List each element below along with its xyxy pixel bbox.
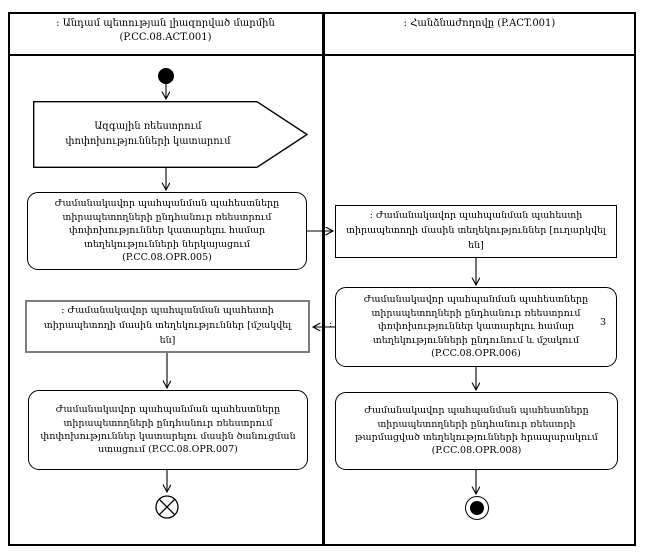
action-opr005-label: Ժամանակավոր պահպանման պահեստները տիրապետ… bbox=[54, 198, 280, 264]
stray-mark-right: 3 bbox=[600, 317, 607, 328]
flow-final-icon bbox=[154, 494, 180, 524]
initial-node-icon bbox=[158, 68, 174, 84]
action-opr006-label: Ժամանակավոր պահպանման պահեստները տիրապետ… bbox=[363, 294, 589, 360]
right-lane-title: : Հանձնաժողովը (P.ACT.001) bbox=[403, 18, 556, 29]
swimlane-divider bbox=[322, 12, 325, 546]
stray-mark-left: : bbox=[329, 319, 333, 330]
object-node-processed: : Ժամանակավոր պահպանման պահեստի տիրապետո… bbox=[25, 300, 310, 353]
object-node-sent: : Ժամանակավոր պահպանման պահեստի տիրապետո… bbox=[335, 205, 617, 258]
left-lane-title-line2: (P.CC.08.ACT.001) bbox=[119, 31, 212, 43]
activity-final-icon bbox=[465, 496, 489, 520]
action-opr005: Ժամանակավոր պահպանման պահեստները տիրապետ… bbox=[27, 192, 307, 270]
send-signal-shape: Ազգային ռեեստրում փոփոխությունների կատար… bbox=[33, 101, 309, 168]
swimlane-header-left: : Անդամ պետության լիազորված մարմին (P.CC… bbox=[8, 12, 323, 54]
action-opr008: Ժամանակավոր պահպանման պահեստները տիրապետ… bbox=[335, 392, 618, 470]
swimlane-header-right: : Հանձնաժողովը (P.ACT.001) bbox=[323, 12, 636, 54]
signal-shape-outline bbox=[33, 101, 309, 168]
left-lane-title-line1: : Անդամ պետության լիազորված մարմին bbox=[56, 18, 275, 29]
object-node-processed-label: : Ժամանակավոր պահպանման պահեստի տիրապետո… bbox=[43, 305, 292, 346]
action-opr008-label: Ժամանակավոր պահպանման պահեստները տիրապետ… bbox=[355, 405, 598, 457]
action-opr007: Ժամանակավոր պահպանման պահեստները տիրապետ… bbox=[28, 390, 308, 470]
send-signal-label: Ազգային ռեեստրում փոփոխությունների կատար… bbox=[65, 120, 231, 147]
activity-final-dot bbox=[470, 501, 484, 515]
action-opr007-label: Ժամանակավոր պահպանման պահեստները տիրապետ… bbox=[40, 404, 296, 456]
object-node-sent-label: : Ժամանակավոր պահպանման պահեստի տիրապետո… bbox=[346, 210, 606, 251]
action-opr006: Ժամանակավոր պահպանման պահեստները տիրապետ… bbox=[335, 287, 617, 367]
